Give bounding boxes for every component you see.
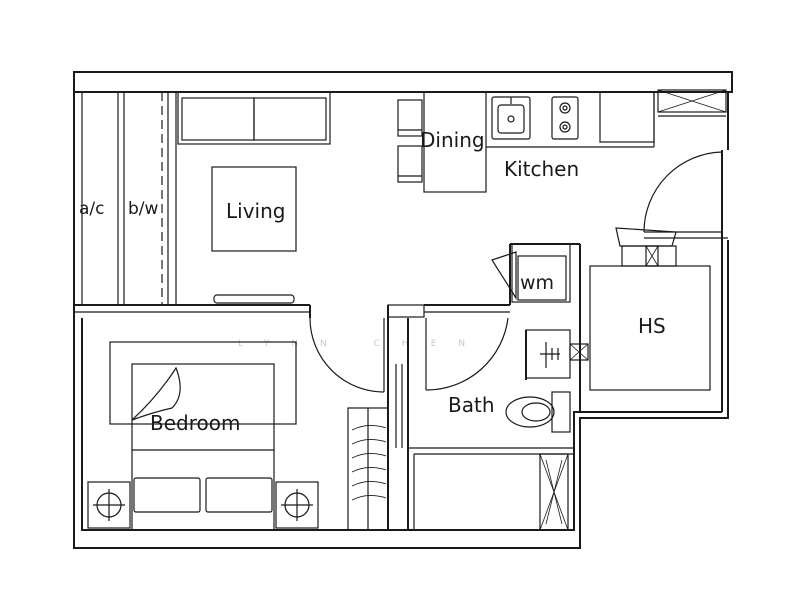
service-window [657,89,727,117]
bedside-lamp-left [87,481,131,529]
shower-hatch [539,453,569,531]
basin [525,329,589,379]
internal-walls [309,243,581,530]
dining-set [397,91,487,193]
bed [109,341,297,531]
room-label-kitchen: Kitchen [504,157,579,181]
coffee-table [211,166,297,252]
room-label-bedroom: Bedroom [150,411,240,435]
aircon-ledge-bay-window [74,92,310,313]
kitchen-door[interactable] [643,151,728,239]
room-label-dining: Dining [420,128,485,152]
toilet [505,391,571,433]
room-label-hs: HS [638,314,666,338]
bath-door[interactable] [395,317,509,448]
tv-console [213,294,295,304]
bedside-lamp-right [275,481,319,529]
outer-walls [73,71,733,549]
label-aircon-ledge: a/c [79,199,105,219]
label-washing-machine: wm [520,272,554,294]
room-label-living: Living [226,199,285,223]
bedroom-door[interactable] [309,317,385,393]
sofa [177,91,331,145]
household-shelter [589,227,711,391]
room-label-bath: Bath [448,393,495,417]
label-bay-window: b/w [128,199,159,219]
wardrobe [347,407,389,531]
kitchen-counter [486,91,655,148]
watermark: LYNN CHEN [238,339,487,349]
